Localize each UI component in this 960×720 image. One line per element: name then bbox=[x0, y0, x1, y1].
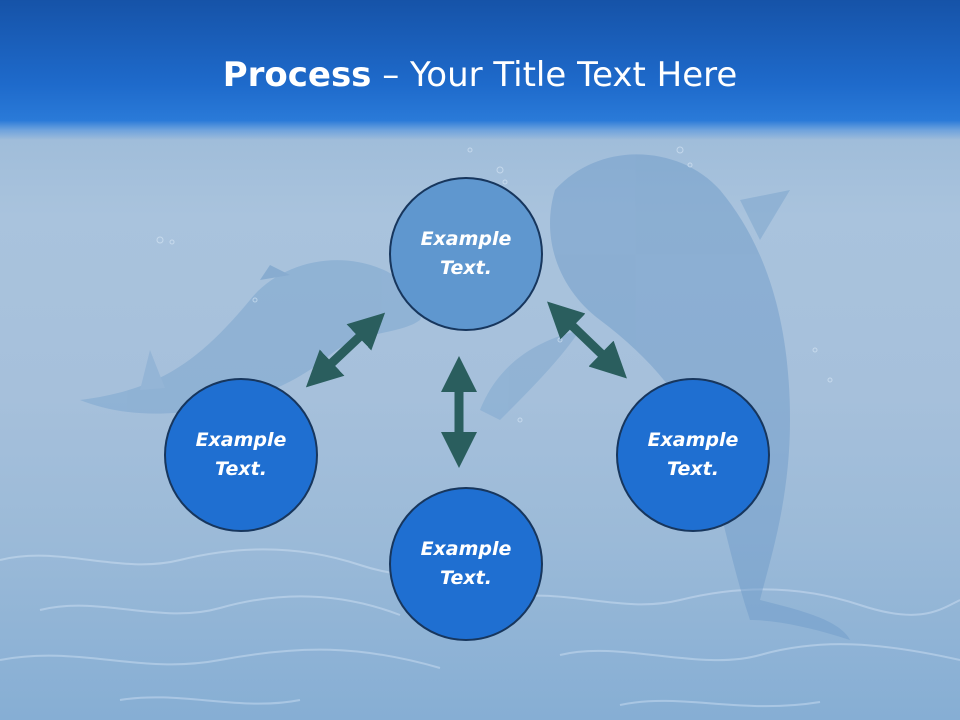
title-rest-part: – Your Title Text Here bbox=[371, 55, 738, 95]
arrow-top-left bbox=[305, 312, 386, 388]
process-node-top-label: Example Text. bbox=[420, 228, 512, 279]
process-node-right-label: Example Text. bbox=[647, 429, 739, 480]
process-node-left-label: Example Text. bbox=[195, 429, 287, 480]
process-node-bottom-label: Example Text. bbox=[420, 538, 512, 589]
slide-title: Process – Your Title Text Here bbox=[0, 54, 960, 96]
title-bold-part: Process bbox=[222, 55, 372, 95]
process-node-right: Example Text. bbox=[616, 378, 770, 532]
process-node-bottom: Example Text. bbox=[389, 487, 543, 641]
title-bar bbox=[0, 0, 960, 140]
dolphin-left-shape bbox=[80, 260, 423, 414]
process-node-top: Example Text. bbox=[389, 177, 543, 331]
process-node-left: Example Text. bbox=[164, 378, 318, 532]
arrow-top-right bbox=[547, 301, 627, 379]
